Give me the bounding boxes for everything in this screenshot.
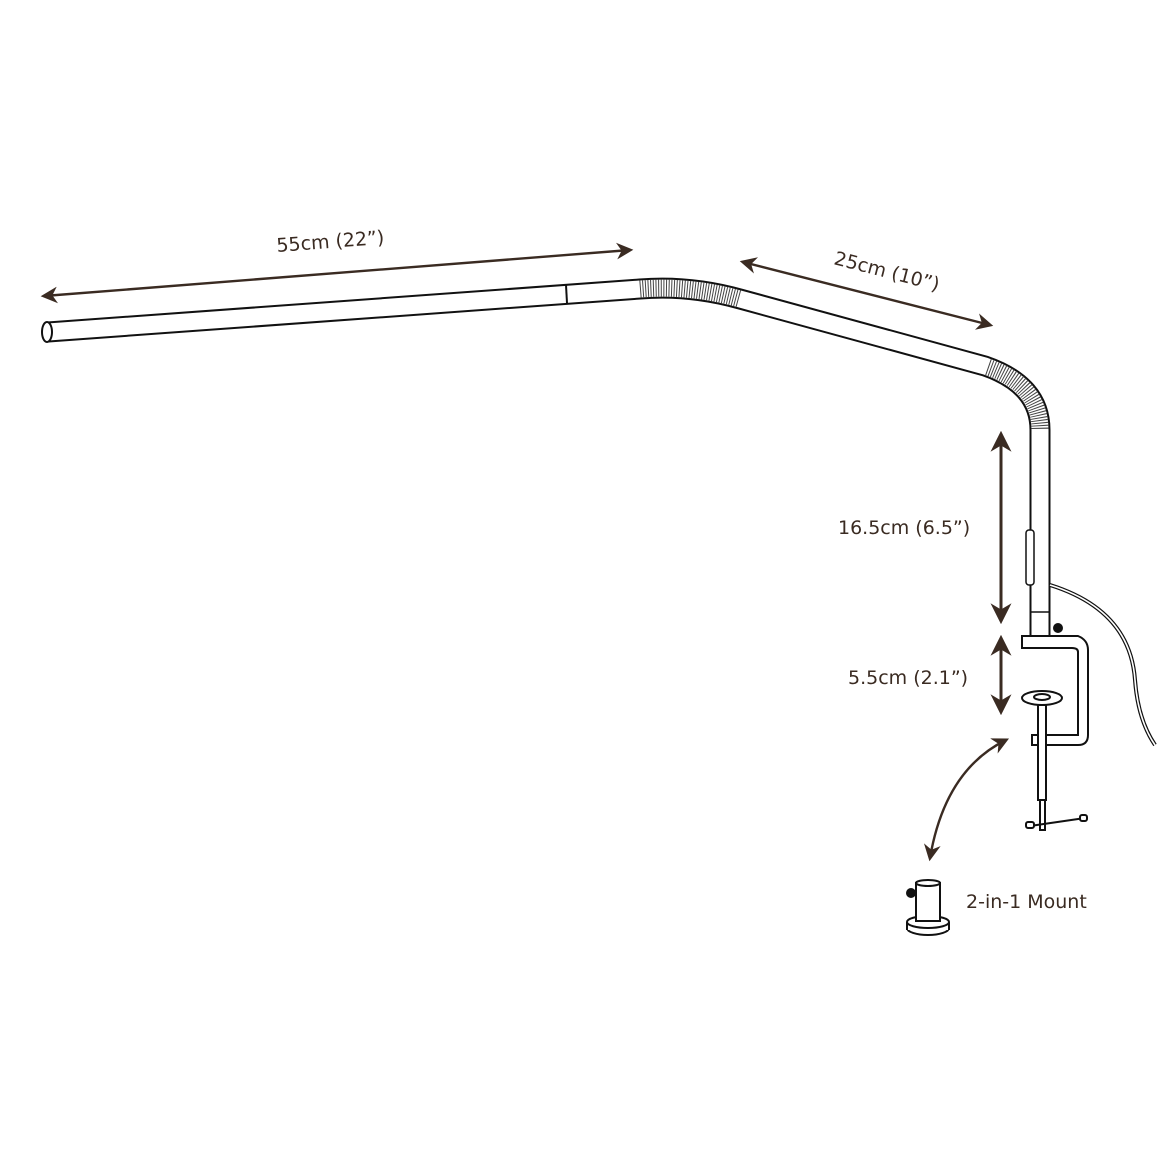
power-cable <box>1049 583 1157 747</box>
arm-length-arrow <box>40 242 634 304</box>
flex-joint-upper <box>639 279 743 308</box>
arm-length-label: 55cm (22”) <box>276 227 385 257</box>
flex-joint-lower <box>985 358 1049 431</box>
clamp-opening-label: 5.5cm (2.1”) <box>848 667 968 689</box>
swap-mount-arrow <box>923 738 1010 862</box>
mount-label: 2-in-1 Mount <box>966 891 1087 913</box>
pole-height-label: 16.5cm (6.5”) <box>838 517 970 539</box>
mount-icon <box>906 879 950 936</box>
clamp <box>1021 623 1089 831</box>
forearm-length-arrow <box>739 257 994 330</box>
arm-end-cap <box>41 321 53 343</box>
lamp-arm <box>41 277 1051 640</box>
control-buttons <box>1025 529 1035 586</box>
